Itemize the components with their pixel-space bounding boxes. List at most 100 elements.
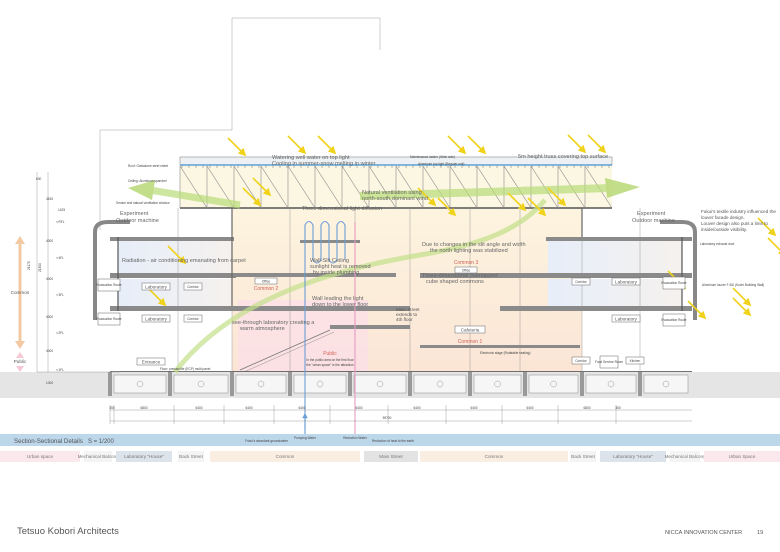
sun-arrow xyxy=(227,137,247,157)
footing xyxy=(523,372,527,396)
room-cafeteria: Cafeteria xyxy=(461,328,480,333)
note-ventilation-2: north-south dominant wind xyxy=(362,196,428,202)
room-corridor-r1: Corridor xyxy=(575,280,587,284)
pit-opening xyxy=(494,380,501,388)
sun-arrow xyxy=(252,177,272,197)
room-corridor-l2: Corridor xyxy=(187,317,199,321)
page-number: 19 xyxy=(757,530,763,536)
note-louver: Aluminum louver F-BU (Kuchi Building Wal… xyxy=(702,283,764,287)
room-common2: Common 2 xyxy=(254,286,279,292)
zone-label: Urban space xyxy=(27,454,53,459)
note-ladder: Maintenance ladder (Wide side) xyxy=(410,155,455,159)
dim-label: 6800 xyxy=(140,406,147,410)
dim-label: 350 xyxy=(615,406,621,410)
truss-diagonal xyxy=(341,165,370,209)
right-laboratory-block xyxy=(420,208,697,320)
annotations: Watering well water on top light Cooling… xyxy=(116,154,776,371)
total-dimension: 59700 xyxy=(383,416,392,420)
note-main-street-3: 4th floor xyxy=(396,317,413,322)
sun-arrow xyxy=(732,297,752,317)
dim-label: 6400 xyxy=(355,406,362,410)
zone-label: Laboratory "House" xyxy=(613,454,653,459)
footing xyxy=(468,372,472,396)
note-experiment-r: Experiment xyxy=(637,211,666,217)
dim-label: 6400 xyxy=(245,406,252,410)
foundation-pit xyxy=(173,374,229,394)
room-laboratory-r2: Laboratory xyxy=(615,317,638,322)
pit-opening xyxy=(376,380,384,388)
note-public-2: the "urban space" is the attraction xyxy=(306,363,354,367)
reduction-water-label: Reduction Water xyxy=(343,436,368,440)
foundation-pit xyxy=(473,374,522,394)
project-name: NICCA INNOVATION CENTER xyxy=(665,530,742,536)
vdim: 1425 xyxy=(58,208,65,212)
room-evacuation-l1: Evacuation Route xyxy=(96,283,121,287)
groundwater-pipe xyxy=(302,220,346,440)
sun-arrow xyxy=(757,217,777,237)
foundation-pit xyxy=(353,374,407,394)
vdim: 1000 xyxy=(46,381,53,385)
footing xyxy=(108,372,112,396)
sun-arrow xyxy=(437,197,457,217)
zone-label: Common xyxy=(276,454,295,459)
groundwater-label: Fukui's abundant groundwater xyxy=(245,439,289,443)
zone-label: Common xyxy=(485,454,504,459)
room-evacuation-r1: Evacuation Route xyxy=(661,281,686,285)
level-label: ▽4FL xyxy=(56,256,64,260)
footing xyxy=(408,372,412,396)
zone-label: Mechanical Balcony xyxy=(665,454,707,459)
zone-label: Back Street xyxy=(571,454,595,459)
sunlight-arrows xyxy=(147,134,780,320)
note-north-2: the north lighting was stabilized xyxy=(430,248,508,254)
footing xyxy=(230,372,234,396)
note-floor: Floor: precast tile (ECP) multi panel xyxy=(160,367,211,371)
vdim: 4000 xyxy=(46,239,53,243)
zone-10 xyxy=(704,451,780,462)
sun-arrow xyxy=(587,134,607,154)
truss-diagonal xyxy=(260,165,289,209)
note-fukui-4: inside/outside visibility. xyxy=(701,227,747,232)
wind-flow xyxy=(128,178,640,374)
pit-opening xyxy=(136,380,144,388)
note-wall-light-1: Wall leading the light xyxy=(312,296,364,302)
vdim: 4000 xyxy=(46,277,53,281)
vdim-total-1: 21170 xyxy=(27,261,31,270)
footing xyxy=(348,372,352,396)
pit-opening xyxy=(550,380,557,388)
sun-arrow xyxy=(317,135,337,155)
footing xyxy=(580,372,584,396)
note-fukui-3: Louver design also puts a limit to xyxy=(701,221,768,226)
truss-diagonal xyxy=(395,165,424,209)
sun-arrow xyxy=(242,187,262,207)
note-slit-3: by inside plumbing xyxy=(313,270,359,276)
note-fukui-2: louver facade design. xyxy=(701,215,745,220)
section-scale: S = 1/200 xyxy=(88,439,115,445)
room-common1: Common 1 xyxy=(458,339,483,345)
foundation xyxy=(0,372,780,398)
foundation-pit xyxy=(113,374,167,394)
sun-arrow xyxy=(567,134,587,154)
dim-label: 6400 xyxy=(526,406,533,410)
note-ceiling: Ceiling: Aluminum spandrel xyxy=(128,179,167,183)
note-roof: Roof: Galvalume steel sheet xyxy=(128,164,168,168)
firm-name: Tetsuo Kobori Architects xyxy=(17,526,119,537)
zone-0 xyxy=(0,451,80,462)
zone-9 xyxy=(670,451,700,462)
foundation-pit xyxy=(293,374,347,394)
zone-6 xyxy=(420,451,568,462)
note-radiation: Radiation - air conditioning emanating f… xyxy=(122,258,246,264)
pit-opening xyxy=(436,380,444,388)
truss-diagonal xyxy=(476,165,505,209)
note-public: Public xyxy=(323,351,337,357)
roof xyxy=(179,156,613,209)
pumping-water-label: Pumping Water xyxy=(294,436,317,440)
note-public-1: In the public area on the first floor xyxy=(306,358,354,362)
sun-arrow xyxy=(732,287,752,307)
zone-1 xyxy=(84,451,112,462)
foundation-pit xyxy=(413,374,467,394)
dim-label: 6400 xyxy=(195,406,202,410)
note-ventilation-1: Natural ventilation using xyxy=(362,190,422,196)
level-label: ▽2FL xyxy=(56,331,64,335)
